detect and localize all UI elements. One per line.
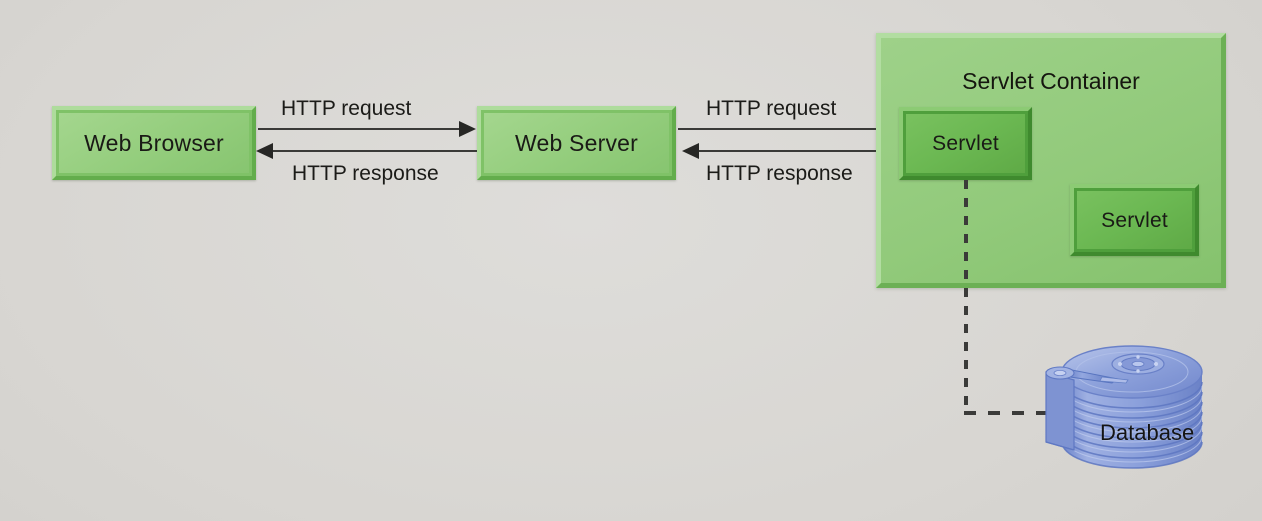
flow-label-http-response-left: HTTP response: [292, 162, 439, 185]
database-spindle-hub: [1111, 353, 1165, 375]
node-web-browser[interactable]: Web Browser: [52, 106, 256, 180]
node-web-browser-label: Web Browser: [84, 129, 224, 156]
node-web-server[interactable]: Web Server: [477, 106, 676, 180]
arrow-line-request-right: [678, 128, 883, 130]
database-actuator-motor: [1045, 366, 1075, 451]
flow-label-http-response-right: HTTP response: [706, 162, 853, 185]
arrow-line-response-right: [699, 150, 901, 152]
node-database-label: Database: [1100, 420, 1195, 445]
node-servlet-two-label: Servlet: [1101, 208, 1168, 232]
node-servlet-container-label: Servlet Container: [962, 68, 1140, 94]
flow-label-http-request-left: HTTP request: [281, 97, 412, 120]
flow-label-http-request-right: HTTP request: [706, 97, 837, 120]
arrow-head-response-left: [256, 143, 273, 159]
arrow-head-request-left: [459, 121, 476, 137]
arrow-head-response-right: [682, 143, 699, 159]
arrow-line-request-left: [258, 128, 460, 130]
database-icon[interactable]: [1040, 342, 1225, 482]
arrow-line-response-left: [273, 150, 477, 152]
node-servlet-one[interactable]: Servlet: [899, 107, 1032, 180]
connector-servlet-database-vertical: [964, 180, 968, 414]
connector-servlet-database-horizontal: [964, 411, 1050, 415]
node-servlet-two[interactable]: Servlet: [1070, 184, 1199, 256]
node-servlet-one-label: Servlet: [932, 132, 999, 155]
node-web-server-label: Web Server: [514, 129, 638, 156]
